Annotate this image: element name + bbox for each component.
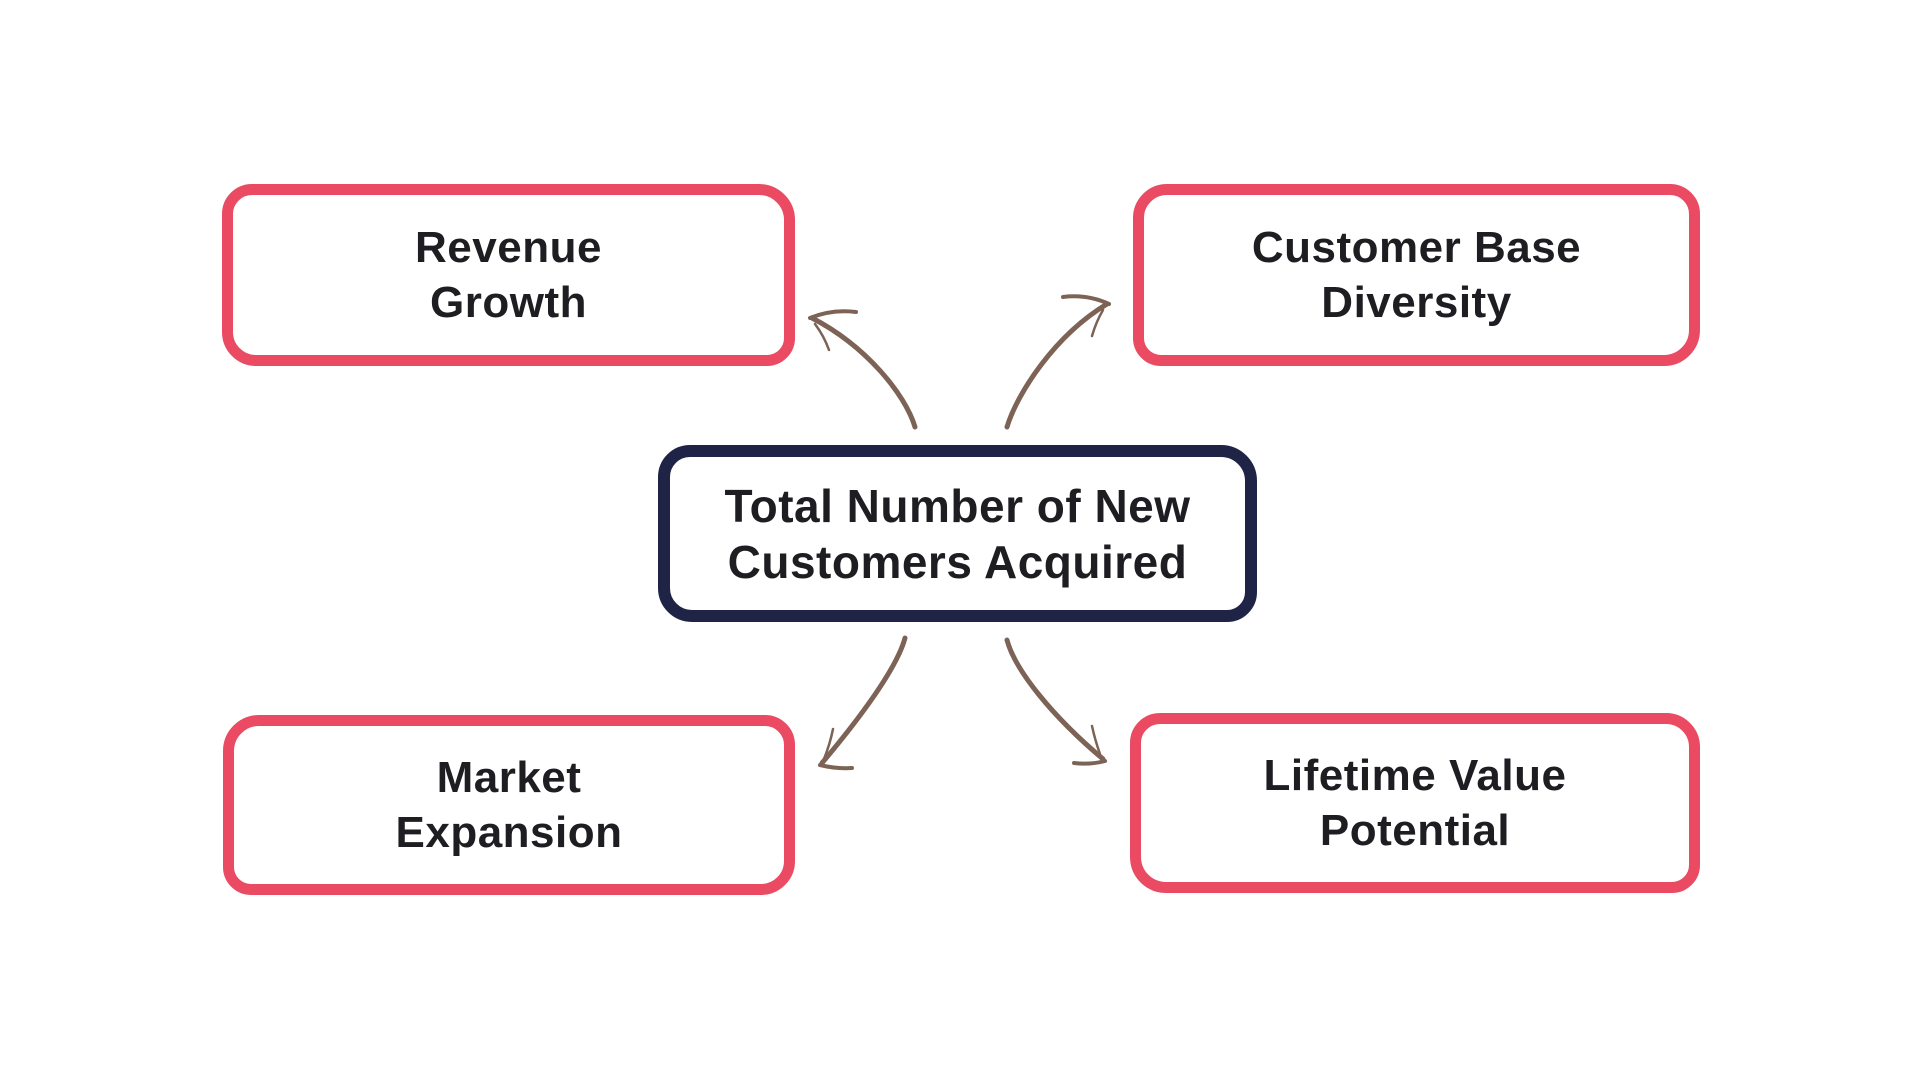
- node-label-line: Customers Acquired: [727, 535, 1188, 588]
- node-label-line: Lifetime Value: [1263, 751, 1567, 800]
- node-total-new-customers-acquired-label: Total Number of New Customers Acquired: [724, 478, 1190, 590]
- node-label-line: Potential: [1319, 806, 1511, 855]
- node-lifetime-value-potential: Lifetime Value Potential: [1130, 713, 1700, 893]
- arrow-center-to-lifetime-value-potential: [1004, 637, 1107, 766]
- node-label-line: Expansion: [395, 808, 623, 857]
- node-lifetime-value-potential-label: Lifetime Value Potential: [1264, 748, 1567, 858]
- node-label-line: Total Number of New: [724, 479, 1191, 532]
- node-label-line: Customer Base: [1251, 223, 1582, 272]
- node-revenue-growth-label: Revenue Growth: [415, 220, 602, 330]
- node-label-line: Growth: [430, 278, 587, 327]
- arrow-center-to-customer-base-diversity: [1004, 294, 1111, 430]
- node-customer-base-diversity-label: Customer Base Diversity: [1252, 220, 1581, 330]
- node-market-expansion-label: Market Expansion: [396, 750, 623, 860]
- node-label-line: Market: [436, 753, 582, 802]
- node-label-line: Revenue: [415, 223, 602, 272]
- arrow-center-to-revenue-growth: [808, 309, 918, 430]
- node-customer-base-diversity: Customer Base Diversity: [1133, 184, 1700, 366]
- arrow-center-to-market-expansion: [818, 635, 908, 771]
- node-label-line: Diversity: [1321, 278, 1512, 327]
- node-revenue-growth: Revenue Growth: [222, 184, 795, 366]
- node-market-expansion: Market Expansion: [223, 715, 795, 895]
- node-total-new-customers-acquired: Total Number of New Customers Acquired: [658, 445, 1257, 622]
